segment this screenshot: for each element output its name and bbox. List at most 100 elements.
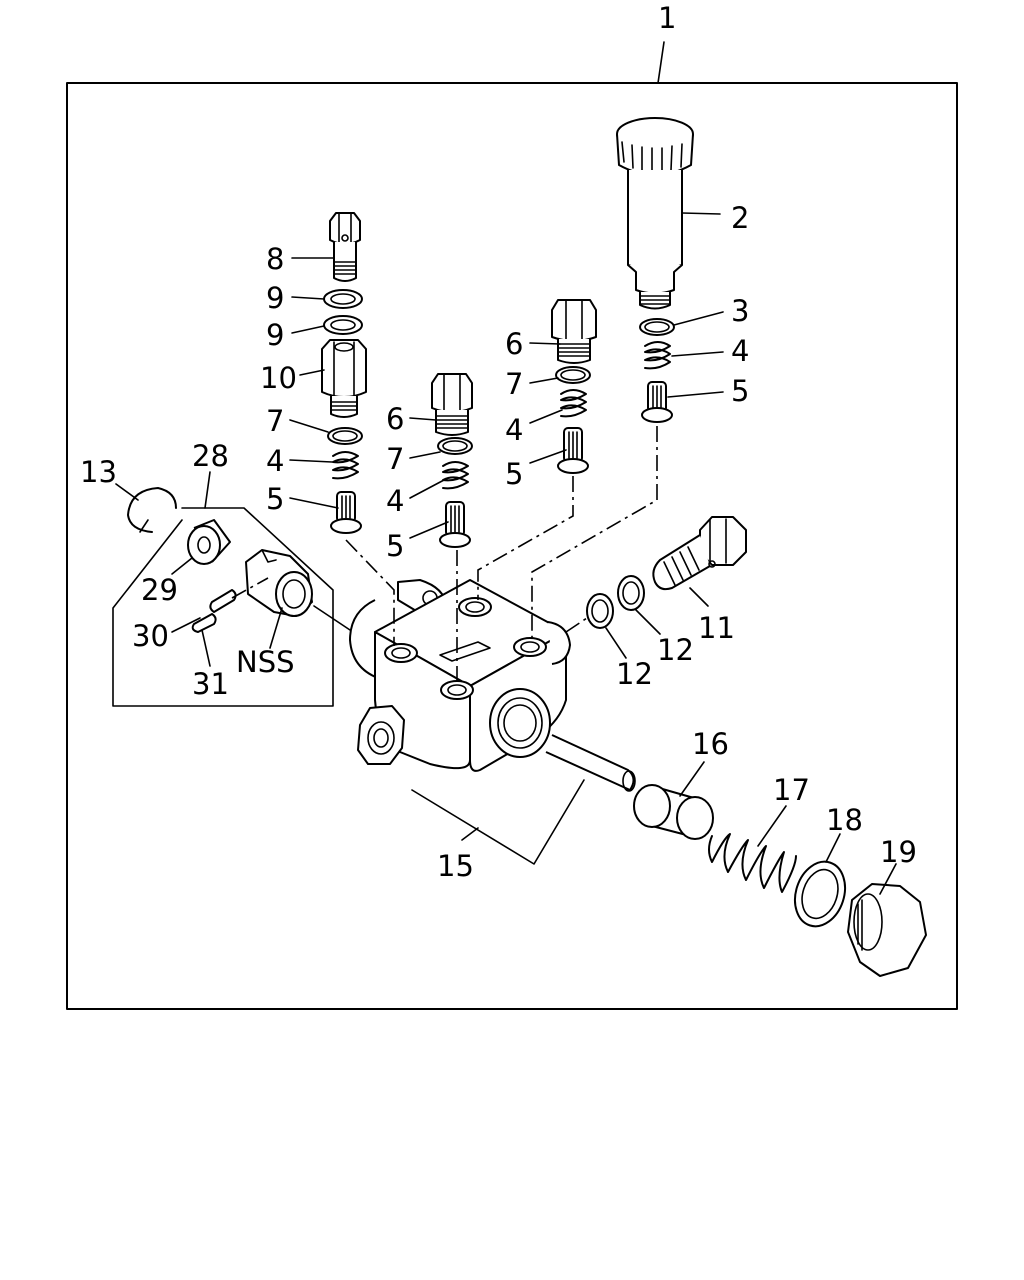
callout-15: 15 <box>437 849 474 883</box>
piston-pin[interactable] <box>545 734 636 792</box>
roller-29[interactable] <box>187 519 231 565</box>
o-ring-3[interactable] <box>639 318 675 336</box>
callout-5c: 5 <box>266 482 284 516</box>
callout-19: 19 <box>880 835 917 869</box>
callout-7c: 7 <box>386 442 404 476</box>
leader-12a <box>605 627 627 659</box>
callout-29: 29 <box>141 573 178 607</box>
spring-4d[interactable] <box>442 461 469 490</box>
leader-29 <box>171 557 193 575</box>
callout-7b: 7 <box>266 404 284 438</box>
eye-bolt-8[interactable] <box>329 212 361 282</box>
bracket-15 <box>411 779 585 865</box>
cap-plug-19[interactable] <box>847 883 927 977</box>
leader-7a <box>529 377 559 384</box>
centerline-5c <box>345 539 395 646</box>
centerline-5a <box>531 426 658 640</box>
o-ring-7a[interactable] <box>555 366 591 384</box>
valve-5d[interactable] <box>439 501 471 548</box>
callout-9b: 9 <box>266 318 284 352</box>
callout-9a: 9 <box>266 281 284 315</box>
callout-30: 30 <box>132 619 169 653</box>
assembly-frame <box>66 82 958 1010</box>
leader-nss <box>269 607 283 649</box>
leader-31 <box>201 629 211 667</box>
plug-6b[interactable] <box>431 373 473 436</box>
pump-body[interactable] <box>349 579 571 772</box>
leader-9b <box>291 325 325 334</box>
centerline-body <box>313 605 351 631</box>
callout-12a: 12 <box>616 657 653 691</box>
primer-pump[interactable] <box>616 117 694 310</box>
leader-19 <box>879 863 897 895</box>
callout-7a: 7 <box>505 367 523 401</box>
leader-11 <box>689 587 709 607</box>
callout-18: 18 <box>826 803 863 837</box>
pin-30[interactable] <box>209 589 237 613</box>
tappet-housing[interactable] <box>245 549 313 617</box>
adapter-10[interactable] <box>321 339 367 418</box>
pin-31[interactable] <box>191 613 217 633</box>
plug-6a[interactable] <box>551 299 597 364</box>
callout-13: 13 <box>80 455 117 489</box>
centerline-5b <box>477 476 574 600</box>
centerline-pin <box>231 577 269 599</box>
callout-5b: 5 <box>505 457 523 491</box>
callout-3: 3 <box>731 294 749 328</box>
spring-4a[interactable] <box>644 341 671 370</box>
callout-nss: NSS <box>236 645 295 679</box>
leader-5a <box>667 391 724 398</box>
callout-28: 28 <box>192 439 229 473</box>
leader-5c <box>289 497 339 509</box>
leader-12b <box>635 609 661 635</box>
spring-4c[interactable] <box>332 451 359 480</box>
washer-12b[interactable] <box>617 575 645 611</box>
spring-17[interactable] <box>708 833 797 893</box>
callout-4d: 4 <box>386 484 404 518</box>
leader-28 <box>204 471 211 509</box>
callout-2: 2 <box>731 201 749 235</box>
callout-16: 16 <box>692 727 729 761</box>
washer-9a[interactable] <box>323 289 363 309</box>
leader-2 <box>681 212 721 215</box>
callout-6a: 6 <box>505 327 523 361</box>
callout-4b: 4 <box>505 413 523 447</box>
snap-ring-13[interactable] <box>127 487 177 533</box>
sleeve-16[interactable] <box>633 784 714 840</box>
valve-5c[interactable] <box>330 491 362 534</box>
spring-4b[interactable] <box>560 389 587 418</box>
leader-6b <box>409 417 437 421</box>
leader-17 <box>757 805 787 847</box>
leader-6a <box>529 342 561 345</box>
callout-12b: 12 <box>657 633 694 667</box>
o-ring-7c[interactable] <box>437 437 473 455</box>
leader-5b <box>529 449 567 464</box>
valve-5b[interactable] <box>557 427 589 474</box>
leader-4a <box>671 351 724 357</box>
callout-17: 17 <box>773 773 810 807</box>
leader-1 <box>657 41 665 84</box>
valve-5a[interactable] <box>641 381 673 423</box>
o-ring-7b[interactable] <box>327 427 363 445</box>
washer-12a[interactable] <box>586 593 614 629</box>
leader-13 <box>115 483 139 501</box>
eye-bolt-11[interactable] <box>652 516 747 591</box>
callout-1: 1 <box>658 1 676 35</box>
leader-30 <box>171 617 201 633</box>
leader-10 <box>299 369 325 376</box>
gasket-18[interactable] <box>787 855 853 933</box>
washer-9b[interactable] <box>323 315 363 335</box>
leader-3 <box>673 311 724 326</box>
callout-4c: 4 <box>266 444 284 478</box>
leader-7c <box>409 451 441 459</box>
leader-5d <box>409 521 449 539</box>
callout-10: 10 <box>260 361 297 395</box>
callout-8: 8 <box>266 242 284 276</box>
callout-6b: 6 <box>386 402 404 436</box>
leader-9a <box>291 296 325 300</box>
leader-4b <box>529 409 563 424</box>
leader-18 <box>825 833 841 863</box>
callout-5a: 5 <box>731 374 749 408</box>
callout-4a: 4 <box>731 334 749 368</box>
